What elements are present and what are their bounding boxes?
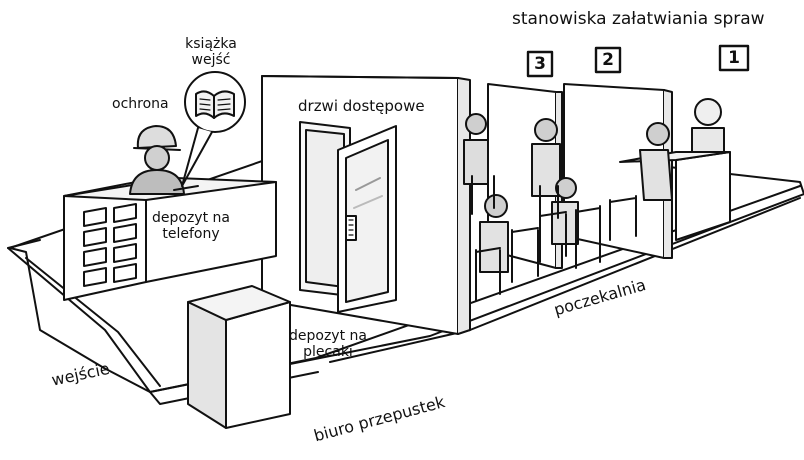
desk-3-number-box: [526, 50, 554, 78]
phone-deposit-label-line1: depozyt na: [152, 210, 230, 226]
phone-deposit-label-line2: telefony: [162, 226, 220, 243]
desk-2-partition: [563, 83, 673, 259]
security-guard-figure: [129, 125, 199, 195]
open-book-icon: [195, 90, 235, 119]
desk-number-1: 1: [728, 48, 740, 68]
desk-number-3: 3: [534, 54, 546, 74]
access-door: [337, 125, 397, 313]
security-label: ochrona: [112, 96, 169, 112]
backpack-deposit-label: depozyt na plecaki: [288, 328, 368, 360]
access-door-label: drzwi dostępowe: [298, 97, 425, 115]
guestbook-bubble: [181, 71, 246, 187]
backpack-deposit-label-line2: plecaki: [303, 344, 353, 361]
guestbook-label-line2: wejść: [191, 52, 231, 69]
backpack-deposit-label-line1: depozyt na: [289, 328, 367, 344]
desk-2-number-box: [594, 46, 622, 74]
guestbook-label-line1: książka: [185, 36, 237, 52]
desk-1-number-box: [718, 44, 750, 72]
waiting-room-chairs: [471, 175, 637, 301]
phone-deposit-label: depozyt na telefony: [148, 210, 234, 242]
service-desks-label: stanowiska załatwiania spraw: [512, 9, 765, 29]
guestbook-label: książka wejść: [176, 36, 246, 68]
desk-number-2: 2: [602, 50, 614, 70]
backpack-deposit-locker: [187, 285, 291, 429]
